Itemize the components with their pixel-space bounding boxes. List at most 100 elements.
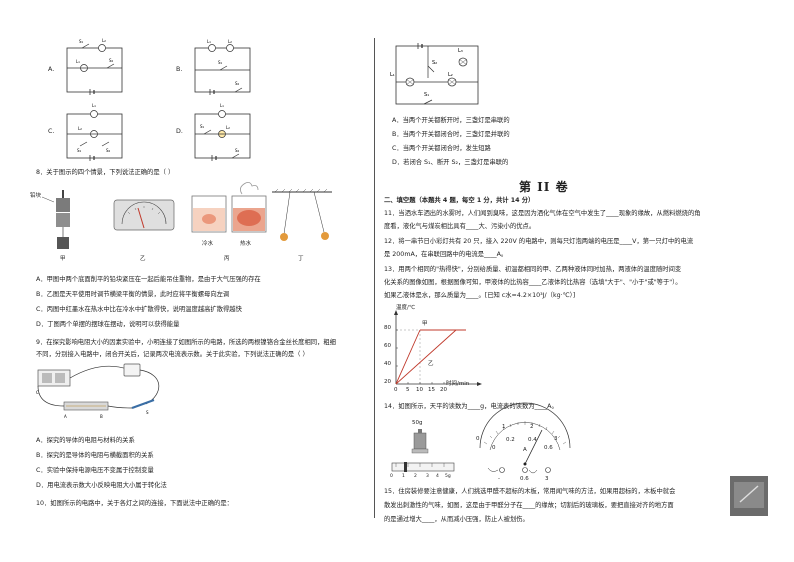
ammeter-unit: A [523, 447, 527, 453]
ammeter-figure [479, 402, 571, 474]
graph-y-axis-label: 温度/℃ [396, 305, 416, 311]
ammeter-inner-0-2: 0.2 [506, 437, 515, 443]
question-15-line3: 的是通过增大____，从而减小压强，防止人被划伤。 [384, 516, 529, 523]
graph-x-tick-10: 10 [416, 387, 423, 393]
graph-line-yi-label: 乙 [428, 361, 434, 367]
question-15-line1: 15．住房装修要注意健康，人们挑选甲醛不超标的木板，常用闻气味的方法，如果用超标… [384, 488, 676, 495]
svg-text:S₂: S₂ [235, 81, 240, 86]
question-9-stem-line2: 不同，分别接入电路中，闭合开关后，记录两次电流表示数。关于此实验，下列说法正确的… [36, 351, 309, 358]
q8-experiment-figures [41, 182, 332, 249]
svg-text:L₁: L₁ [207, 39, 211, 44]
circuit-diagram-a: S₁ L₂ L₁ S₂ [66, 38, 123, 95]
circuit-diagram-b: L₁ L₂ S₁ S₂ [194, 39, 251, 95]
question-13-line1: 13．用两个相同的"热得快"，分别给质量、初温都相同的甲、乙两种液体同时加热，两… [384, 266, 682, 273]
graph-x-tick-15: 15 [428, 387, 435, 393]
weight-label: 50g [412, 420, 423, 426]
question-8-option-a: A．甲图中两个底面削平的铅块紧压在一起后能吊住重物，是由于大气压强的存在 [36, 276, 261, 283]
label-hot-water: 热水 [240, 241, 252, 247]
question-11-line1: 11．当洒水车洒出的水雾时，人们闻到臭味，这是因为洒化气体在空气中发生了____… [384, 210, 701, 217]
graph-x-tick-0: 0 [394, 387, 398, 393]
question-8-option-b: B．乙图是天平使用时调节横梁平衡的情景，此时应将平衡螺母向左调 [36, 291, 230, 298]
label-yi: 乙 [140, 256, 146, 262]
section-title: 第 II 卷 [519, 180, 569, 194]
option-b-label: B. [176, 66, 183, 73]
question-8-stem: 8．关于图示的四个情景，下列说法正确的是（ ） [36, 169, 175, 176]
q10-circuit-figure: L₃ S₂ L₁ L₂ S₁ [390, 43, 479, 105]
ammeter-terminal-0-6: 0.6 [520, 476, 529, 482]
svg-text:L₃: L₃ [458, 48, 463, 54]
option-c-label: C. [48, 128, 55, 135]
temperature-time-graph [394, 310, 482, 386]
graph-y-tick-20: 20 [384, 379, 391, 385]
ammeter-inner-0-6: 0.6 [544, 445, 553, 451]
svg-text:L₂: L₂ [226, 125, 230, 130]
question-11-line2: 度看，液化气与煤炭相比具有____大、污染小的优点。 [384, 223, 536, 230]
label-cold-water: 冷水 [202, 241, 214, 247]
svg-text:S₁: S₁ [424, 92, 429, 98]
balance-weight-figure [391, 429, 455, 472]
svg-text:C: C [36, 390, 39, 395]
scale-tick-0: 0 [390, 474, 393, 479]
svg-text:S₁: S₁ [218, 60, 223, 65]
svg-text:B: B [100, 414, 103, 419]
svg-text:A: A [64, 414, 67, 419]
svg-text:S₁: S₁ [79, 39, 84, 44]
question-9-option-b: B．探究的是导体的电阻与横截面积的关系 [36, 452, 154, 459]
svg-text:S₂: S₂ [432, 60, 437, 66]
label-ding: 丁 [298, 256, 304, 262]
scale-tick-4: 4 [436, 474, 439, 479]
q9-circuit-figure: C A B S [36, 363, 160, 419]
svg-text:S₂: S₂ [106, 148, 111, 153]
right-column: L₃ S₂ L₁ L₂ S₁ A．当两个开关都断开时，三盏灯是串联的 B．当两个开关… [382, 30, 772, 540]
question-10-option-d: D．若闭合 S₁、断开 S₂，三盏灯是串联的 [392, 159, 509, 166]
svg-text:S: S [146, 410, 149, 415]
ammeter-outer-3: 3 [554, 436, 558, 442]
graph-y-tick-80: 80 [384, 325, 391, 331]
svg-text:L₁: L₁ [76, 59, 80, 64]
svg-text:S₁: S₁ [77, 148, 82, 153]
label-bing: 丙 [224, 256, 230, 262]
scale-tick-5g: 5g [445, 474, 451, 479]
ammeter-outer-0: 0 [476, 436, 480, 442]
graph-x-tick-5: 5 [406, 387, 410, 393]
svg-text:L₁: L₁ [390, 72, 395, 78]
question-10-option-a: A．当两个开关都断开时，三盏灯是串联的 [392, 117, 510, 124]
svg-text:L₂: L₂ [228, 39, 232, 44]
option-d-label: D. [176, 128, 183, 135]
question-14-stem: 14．如图所示，天平的读数为____g，电流表的读数为____A。 [384, 403, 558, 410]
fill-in-section-header: 二、填空题（本题共 4 题，每空 1 分，共计 14 分） [384, 197, 535, 204]
graph-line-jia-label: 甲 [422, 321, 428, 327]
question-13-line3: 如果乙液体是水，那么质量为____。[已知 c水=4.2×10³J/（kg·℃）… [384, 292, 576, 299]
ammeter-terminal-minus: - [498, 476, 500, 482]
question-12-line1: 12．将一串节日小彩灯共有 20 只，接入 220V 的电路中，则每只灯泡两端的… [384, 238, 694, 245]
question-9-option-d: D．用电流表示数大小反映电阻大小属于转化法 [36, 482, 167, 489]
ammeter-inner-0: 0 [492, 445, 496, 451]
svg-text:L₂: L₂ [78, 126, 82, 131]
ammeter-outer-1: 1 [502, 424, 506, 430]
question-10-stem: 10．如图所示的电路中，关于各灯之间的连接，下面说法中正确的是： [36, 500, 233, 507]
ammeter-inner-0-4: 0.4 [528, 437, 537, 443]
question-8-option-d: D．丁图两个单摆的摆球在摆动，说明可以获得能量 [36, 321, 180, 328]
svg-text:S₂: S₂ [109, 58, 114, 63]
ammeter-terminal-3: 3 [545, 476, 549, 482]
svg-text:L₂: L₂ [102, 38, 106, 43]
scale-tick-3: 3 [426, 474, 429, 479]
question-10-option-b: B．当两个开关都闭合时，三盏灯是并联的 [392, 131, 510, 138]
column-divider [374, 38, 375, 518]
graph-x-axis-label: 时间/min [446, 381, 470, 387]
glass-cutting-image [730, 476, 768, 516]
question-9-option-c: C．实验中保持电源电压不变属于控制变量 [36, 467, 154, 474]
question-10-option-c: C．当两个开关都闭合时，发生短路 [392, 145, 491, 152]
graph-x-tick-20: 20 [440, 387, 447, 393]
svg-text:S₁: S₁ [200, 124, 205, 129]
question-12-line2: 是 200mA，在串联回路中的电流是____A。 [384, 251, 508, 258]
svg-text:L₁: L₁ [220, 103, 224, 108]
ammeter-outer-2: 2 [530, 424, 534, 430]
graph-y-tick-40: 40 [384, 361, 391, 367]
svg-text:L₂: L₂ [448, 72, 453, 78]
question-9-stem-line1: 9．在探究影响电阻大小的因素实验中，小明连接了如图所示的电路，所选的两根镍铬合金… [36, 339, 336, 346]
